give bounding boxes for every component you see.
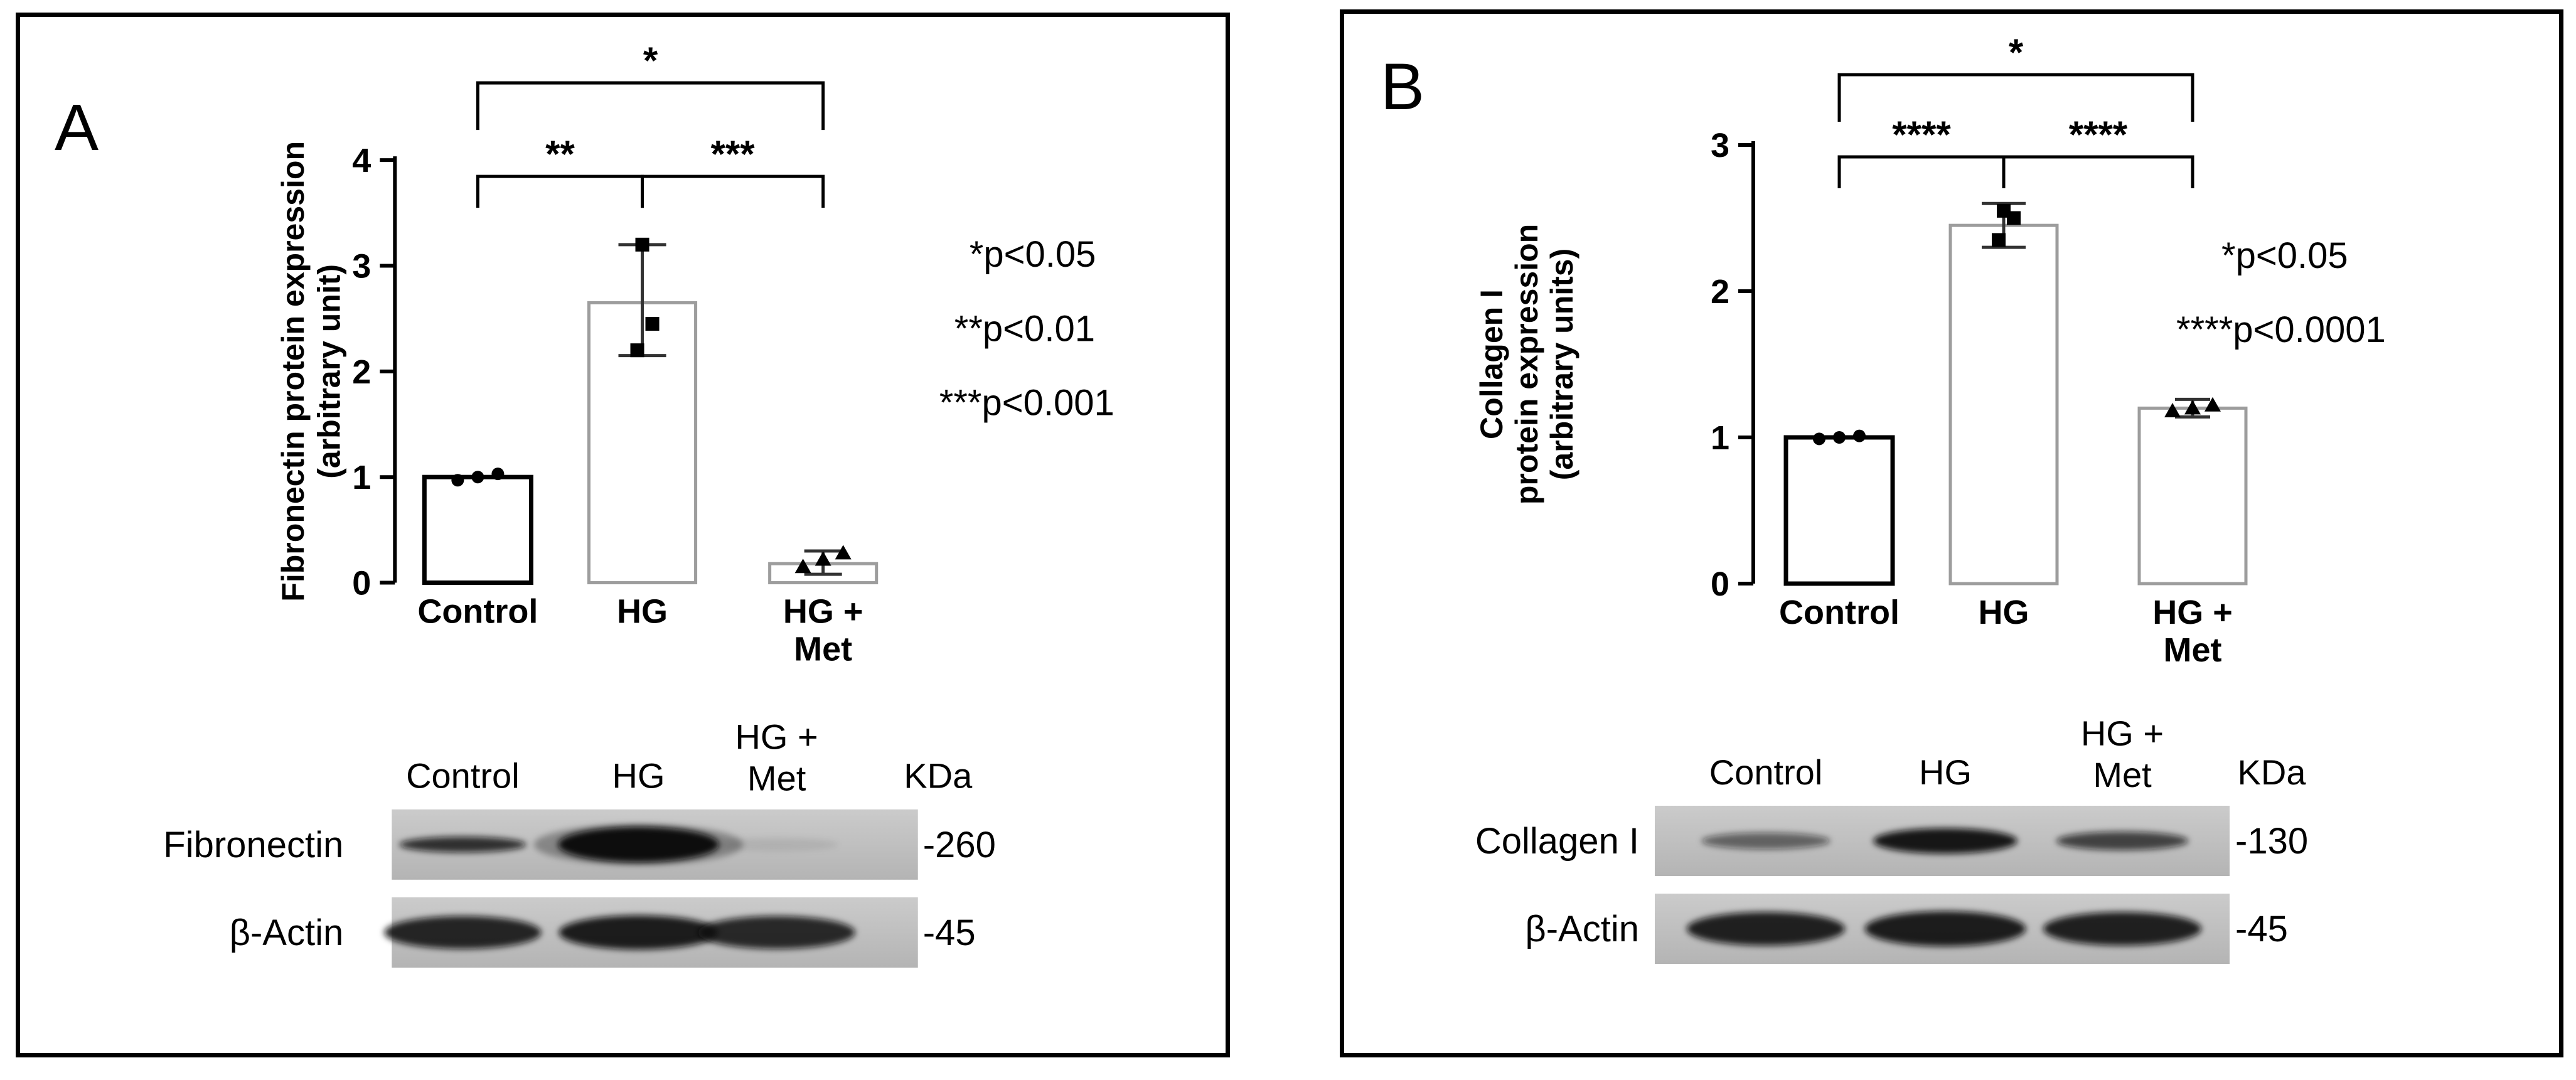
data-point-circle <box>1813 432 1825 446</box>
data-point-circle <box>451 474 464 487</box>
blot-row-label: Collagen I <box>1475 821 1639 862</box>
panel-letter: B <box>1381 50 1424 124</box>
significance-bracket <box>641 174 825 208</box>
y-tick-label: 4 <box>352 142 371 179</box>
blot-band <box>715 838 838 852</box>
kda-unit-label: KDa <box>904 756 973 796</box>
blot-lane-label: HG <box>1919 752 1972 792</box>
pvalue-legend-line: ****p<0.0001 <box>2176 309 2386 350</box>
pvalue-legend-line: ***p<0.001 <box>939 382 1114 423</box>
blot-band <box>1701 832 1830 850</box>
bar-0 <box>1783 435 1895 586</box>
x-category-label: Met <box>2164 631 2222 669</box>
blot-lane-label: Met <box>747 759 806 798</box>
molecular-weight-label: -260 <box>923 825 996 865</box>
kda-unit-label: KDa <box>2238 752 2307 792</box>
data-point-triangle <box>835 545 852 560</box>
significance-bracket <box>476 174 644 208</box>
y-axis-label: Fibronectin protein expression <box>275 141 311 602</box>
y-tick-label: 0 <box>352 565 371 602</box>
x-category-label: Met <box>794 631 852 668</box>
data-point-triangle <box>2184 400 2201 415</box>
significance-bracket <box>476 81 825 131</box>
data-point-triangle <box>794 559 811 574</box>
blot-band <box>1687 912 1845 946</box>
significance-stars: * <box>643 40 658 82</box>
bar-1 <box>1948 223 2059 585</box>
x-category-label: HG + <box>2152 594 2233 631</box>
y-tick-label: 3 <box>1711 127 1729 164</box>
blot-band <box>1873 828 2018 854</box>
blot-band <box>698 916 855 949</box>
molecular-weight-label: -130 <box>2235 821 2308 862</box>
data-point-triangle <box>815 551 831 566</box>
blot-lane-label: HG <box>612 756 665 796</box>
blot-band <box>399 837 526 853</box>
data-point-square <box>1992 233 2006 247</box>
y-tick-label: 1 <box>352 459 371 496</box>
pvalue-legend-line: *p<0.05 <box>970 234 1096 275</box>
data-point-circle <box>1853 429 1866 442</box>
molecular-weight-label: -45 <box>923 912 976 953</box>
y-tick-label: 1 <box>1711 419 1729 457</box>
blot-band <box>2043 912 2201 946</box>
significance-stars: * <box>2009 31 2024 73</box>
data-point-square <box>645 317 660 331</box>
bar-2 <box>2137 406 2248 585</box>
y-axis-label: (arbitrary units) <box>1544 249 1579 481</box>
data-point-circle <box>471 471 484 484</box>
panel-a: A 0 1 2 3 4 Fibronectin protein expression(arb… <box>16 13 1230 1057</box>
significance-bracket <box>1837 155 2006 188</box>
significance-stars: **** <box>1892 114 1951 156</box>
data-point-square <box>630 343 644 358</box>
pvalue-legend-line: **p<0.01 <box>954 308 1095 349</box>
data-point-square <box>1997 203 2011 218</box>
blot-band <box>384 916 542 949</box>
significance-stars: ** <box>545 133 575 175</box>
y-tick-label: 2 <box>352 353 371 391</box>
data-point-triangle <box>2164 403 2181 418</box>
y-axis-label: protein expression <box>1509 224 1544 505</box>
blot-row-label: β-Actin <box>230 912 344 953</box>
y-tick-label: 3 <box>352 247 371 285</box>
blot-lane-label: HG + <box>735 717 818 757</box>
y-tick-label: 0 <box>1711 565 1729 603</box>
blot-band <box>558 915 719 950</box>
x-category-label: HG <box>617 593 668 631</box>
data-point-square <box>635 237 649 252</box>
blot-band <box>2056 831 2189 850</box>
significance-stars: **** <box>2069 114 2128 156</box>
y-tick-label: 2 <box>1711 273 1729 311</box>
y-axis-label: (arbitrary unit) <box>311 264 346 479</box>
x-category-label: Control <box>1779 594 1900 631</box>
data-point-triangle <box>2205 397 2221 412</box>
blot-lane-label: Met <box>2093 755 2152 794</box>
blot-band <box>558 826 719 862</box>
blot-lane-label: Control <box>406 756 520 796</box>
bar-0 <box>422 474 533 585</box>
blot-row-label: Fibronectin <box>163 825 343 865</box>
molecular-weight-label: -45 <box>2235 909 2288 949</box>
x-category-label: Control <box>417 593 538 631</box>
blot-row-label: β-Actin <box>1525 909 1639 949</box>
significance-stars: *** <box>711 133 756 175</box>
x-category-label: HG + <box>783 593 863 631</box>
pvalue-legend-line: *p<0.05 <box>2221 235 2348 276</box>
panel-a-canvas: A 0 1 2 3 4 Fibronectin protein expression(arb… <box>55 40 1114 968</box>
data-point-circle <box>1833 431 1846 444</box>
significance-bracket <box>2002 155 2194 188</box>
panel-letter: A <box>55 91 99 164</box>
significance-bracket <box>1837 73 2194 122</box>
blot-band <box>1864 911 2026 947</box>
y-axis-label: Collagen I <box>1474 289 1509 439</box>
data-point-circle <box>491 468 505 481</box>
blot-lane-label: Control <box>1709 752 1823 792</box>
x-category-label: HG <box>1979 594 2029 631</box>
blot-lane-label: HG + <box>2081 714 2164 753</box>
